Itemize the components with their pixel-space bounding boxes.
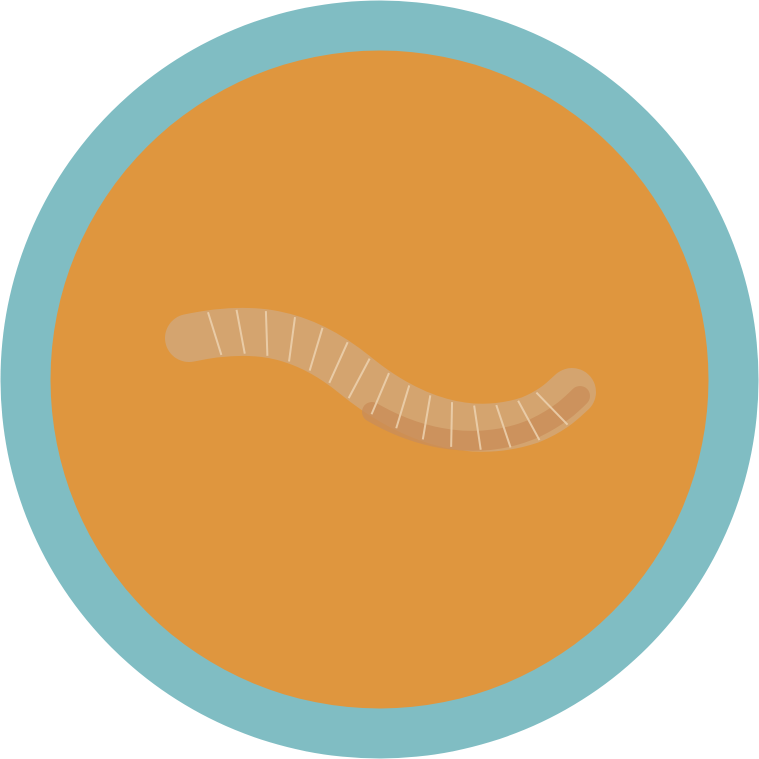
worm-segment-line: [450, 402, 454, 447]
worm-belly-shade: [362, 386, 590, 451]
worm-segment-line: [235, 309, 246, 354]
worm-segment-line: [421, 395, 432, 440]
worm-segment-line: [535, 391, 569, 426]
worm-segment-line: [395, 385, 411, 429]
worm-segment-line: [207, 311, 223, 356]
worm-segment-line: [264, 311, 269, 356]
worm-segment-line: [288, 317, 296, 362]
worm-segment-line: [495, 404, 512, 448]
worm-segment-line: [328, 341, 349, 384]
worm-icon: [165, 307, 596, 452]
worm-segment-line: [517, 400, 541, 441]
worm-segment-line: [347, 358, 371, 399]
worm-segment-line: [473, 405, 482, 450]
worm-segment-line: [308, 327, 324, 371]
worm-segments: [207, 309, 569, 450]
worm-segment-line: [370, 372, 390, 415]
